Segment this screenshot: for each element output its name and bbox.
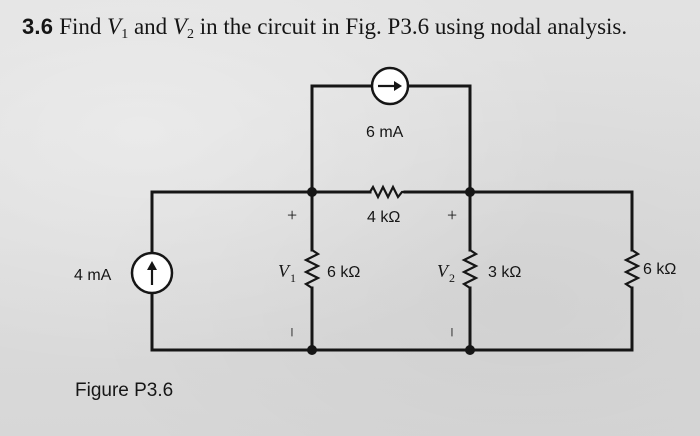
label-6ma: 6 mA (366, 124, 404, 141)
v2-label-sub: 2 (449, 271, 455, 285)
v1-label-sub: 1 (290, 271, 296, 285)
node-v1-bottom (307, 345, 317, 355)
current-source-6ma (370, 66, 410, 106)
label-4ma: 4 mA (74, 267, 112, 284)
problem-v2-letter: V (172, 14, 187, 39)
resistor-3k-v2 (461, 249, 479, 289)
resistor-6k-v1 (303, 249, 321, 289)
resistor-6k-right (623, 249, 641, 289)
wire-top-loop (310, 84, 472, 192)
arrow-right-head-icon (394, 81, 402, 91)
v2-minus: − (442, 327, 462, 337)
wire-left-branch (150, 190, 314, 352)
problem-number: 3.6 (22, 14, 54, 39)
resistor-4k (369, 184, 405, 200)
problem-text-suffix: in the circuit in Fig. P3.6 using nodal … (193, 14, 628, 39)
v2-plus: + (447, 205, 457, 225)
problem-text-prefix: Find (59, 14, 108, 39)
label-6k-v1: 6 kΩ (327, 264, 360, 281)
figure-caption: Figure P3.6 (75, 380, 174, 401)
problem-text: Find V1 and V2 in the circuit in Fig. P3… (59, 14, 628, 42)
v1-label: V (278, 261, 291, 281)
label-6k-right: 6 kΩ (643, 261, 676, 278)
current-source-4ma (130, 251, 174, 295)
problem-v2-sub: 2 (186, 27, 194, 42)
problem-v1-sub: 1 (121, 27, 129, 42)
problem-text-and: and (128, 14, 173, 39)
node-v2-bottom (465, 345, 475, 355)
problem-v1-letter: V (107, 14, 122, 39)
wire-right-branch (468, 190, 634, 252)
node-v2-top (465, 187, 475, 197)
v1-minus: − (282, 327, 302, 337)
wire-bottom-rail (310, 286, 634, 352)
label-3k: 3 kΩ (488, 264, 521, 281)
label-4k: 4 kΩ (367, 209, 400, 226)
arrow-up-head-icon (147, 261, 157, 270)
node-v1-top (307, 187, 317, 197)
v2-label: V (437, 261, 450, 281)
v1-plus: + (287, 205, 297, 225)
